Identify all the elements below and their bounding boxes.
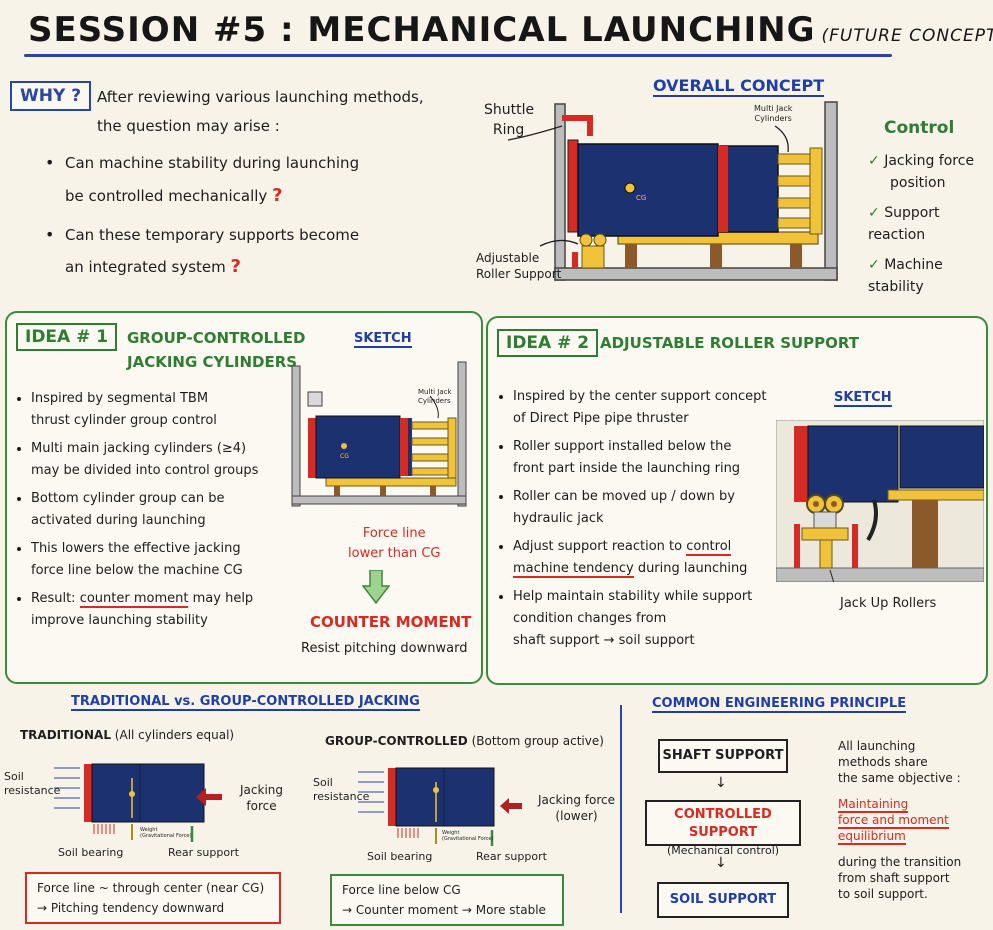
roller-leader	[539, 239, 579, 247]
trad-weight-label: Weight(Gravitational Force)	[140, 827, 192, 839]
machine-joint	[718, 146, 728, 232]
idea1-tag: IDEA # 1	[16, 323, 118, 351]
traditional-title: TRADITIONAL (All cylinders equal)	[20, 728, 235, 742]
idea2-tag: IDEA # 2	[497, 329, 599, 357]
page-subtitle: (FUTURE CONCEPT)	[821, 26, 993, 46]
shuttle-ring-bracket	[562, 115, 593, 136]
jack-leader	[774, 125, 789, 153]
down-arrow-icon	[362, 570, 390, 604]
group-soil-bearing-label: Soil bearing	[367, 850, 433, 863]
title-underline	[24, 54, 892, 57]
control-list: ✓ Jacking force position ✓ Support react…	[868, 153, 975, 295]
resist-pitching-label: Resist pitching downward	[301, 641, 468, 656]
overall-concept-heading: OVERALL CONCEPT	[653, 76, 825, 97]
trad-soil-bearing-label: Soil bearing	[58, 846, 124, 859]
overall-concept-diagram: CG	[507, 101, 838, 281]
shuttle-ring-label: Shuttle Ring	[484, 102, 535, 138]
group-controlled-diagram	[358, 767, 495, 846]
group-result-box: Force line below CG→ Counter moment → Mo…	[330, 874, 564, 926]
cg-label: CG	[636, 194, 646, 202]
machine-front	[577, 143, 719, 237]
principle-heading: COMMON ENGINEERING PRINCIPLE	[652, 696, 907, 713]
arrow-down-icon: ↓	[715, 855, 727, 871]
check-icon: ✓	[868, 257, 880, 273]
group-weight-label: Weight(Gravitational Force)	[442, 830, 494, 842]
idea1-sketch-label: SKETCH	[354, 331, 412, 348]
why-label: WHY ?	[10, 81, 92, 111]
machine-rear	[719, 145, 779, 233]
why-question-1a: Can machine stability during launching	[65, 154, 360, 172]
idea2-sketch-label: SKETCH	[834, 390, 892, 407]
list-item: Roller can be moved up / down byhydrauli…	[513, 486, 767, 530]
idea1-panel	[5, 311, 483, 684]
control-heading: Control	[884, 118, 955, 138]
traditional-diagram	[54, 763, 205, 842]
list-item: Adjust support reaction to controlmachin…	[513, 536, 767, 580]
cradle-leg	[790, 244, 802, 268]
counter-moment-label: COUNTER MOMENT	[310, 613, 472, 631]
jacking-force-arrow-icon	[196, 788, 222, 806]
list-item: Help maintain stability while supportcon…	[513, 586, 767, 652]
page-title: SESSION #5 : MECHANICAL LAUNCHING(FUTURE…	[28, 10, 993, 50]
jacking-force-lower-arrow-icon	[500, 798, 522, 814]
list-item: Inspired by the center support conceptof…	[513, 386, 767, 430]
section-divider	[620, 705, 622, 913]
bullet-dot: •	[45, 153, 55, 172]
why-question-1b: be controlled mechanically ?	[65, 185, 283, 206]
shaft-right-wall	[824, 101, 838, 281]
why-question-2b: an integrated system ?	[65, 256, 241, 277]
arrow-down-icon: ↓	[715, 775, 727, 791]
comparison-heading: TRADITIONAL vs. GROUP-CONTROLLED JACKING	[71, 694, 420, 711]
cg-marker	[624, 182, 636, 194]
idea2-heading: ADJUSTABLE ROLLER SUPPORT	[600, 334, 860, 352]
shuttle-ring	[567, 139, 579, 233]
shaft-support-box: SHAFT SUPPORT	[658, 739, 788, 773]
soil-support-box: SOIL SUPPORT	[657, 882, 789, 918]
cradle-leg	[710, 244, 722, 268]
check-icon: ✓	[868, 205, 880, 221]
group-controlled-title: GROUP-CONTROLLED (Bottom group active)	[325, 734, 604, 748]
roller-support	[572, 233, 607, 269]
trad-result-box: Force line ~ through center (near CG)→ P…	[25, 872, 281, 924]
controlled-support-box: CONTROLLED SUPPORT(Mechanical control)	[645, 800, 801, 857]
list-item: Roller support installed below thefront …	[513, 436, 767, 480]
idea2-sketch	[776, 420, 984, 582]
idea1-sketch: CG	[291, 361, 467, 507]
idea2-bullets: Inspired by the center support conceptof…	[497, 386, 767, 658]
check-icon: ✓	[868, 153, 880, 169]
why-intro-1: After reviewing various launching method…	[97, 88, 424, 106]
bullet-dot: •	[45, 225, 55, 244]
group-jacking-force-label: Jacking force(lower)	[538, 793, 616, 823]
cradle-leg	[625, 244, 637, 268]
why-question-2a: Can these temporary supports become	[65, 226, 360, 244]
list-item: Multi main jacking cylinders (≥4)may be …	[31, 438, 283, 482]
trad-rear-support-label: Rear support	[168, 846, 239, 859]
shaft-floor	[554, 267, 838, 281]
group-rear-support-label: Rear support	[476, 850, 547, 863]
jack-up-rollers-label: Jack Up Rollers	[840, 596, 937, 611]
svg-text:CG: CG	[340, 453, 349, 460]
why-intro-2: the question may arise :	[97, 117, 280, 135]
principle-text: All launching methods share the same obj…	[838, 739, 962, 901]
jack-cylinders	[777, 147, 823, 235]
shuttle-leader	[507, 125, 563, 141]
